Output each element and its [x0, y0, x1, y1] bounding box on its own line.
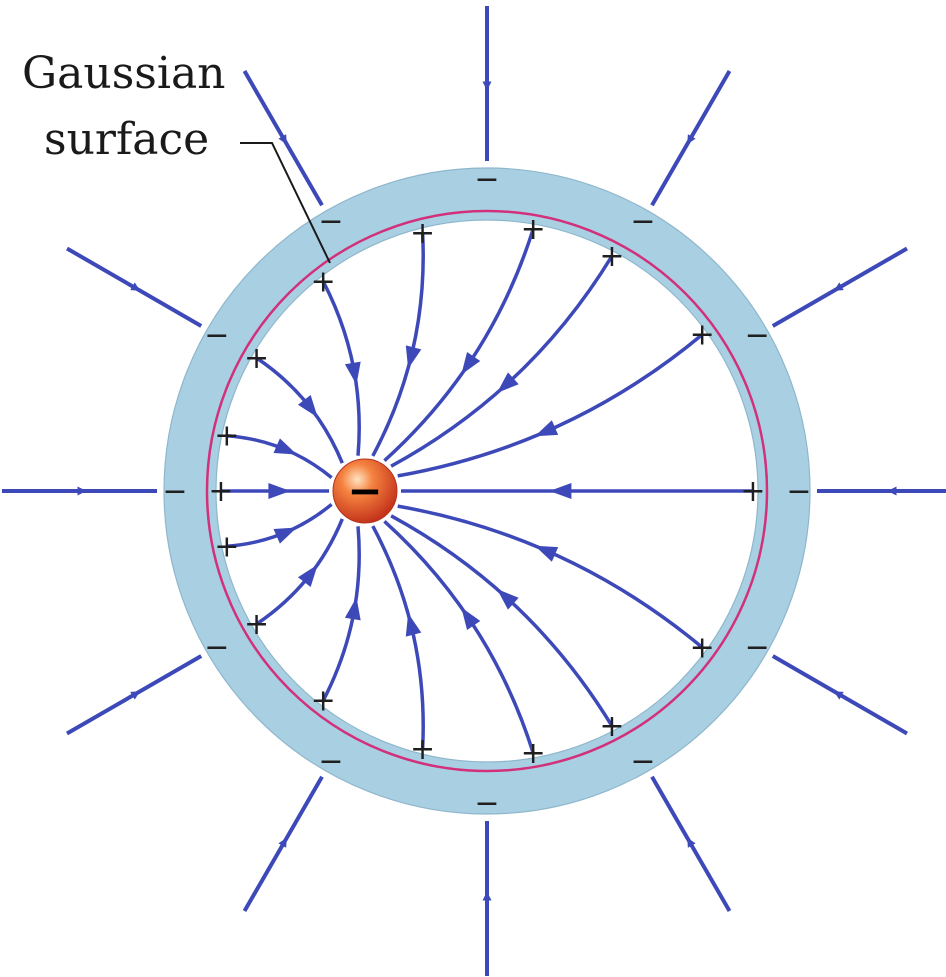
- negative-charge-sign: −: [318, 204, 343, 239]
- inner-field-line: [255, 356, 344, 464]
- inner-field-arrowhead: [461, 607, 481, 631]
- inner-field-lines: [220, 228, 754, 754]
- inner-field-arrowhead: [273, 438, 297, 455]
- inner-field-arrowhead: [297, 564, 318, 587]
- negative-charge-sign: −: [162, 474, 187, 509]
- inner-field-line: [390, 514, 614, 727]
- point-charge: [332, 458, 398, 524]
- gaussian-surface-label-line2: surface: [44, 114, 210, 165]
- inner-field-arrowhead: [273, 527, 297, 544]
- negative-charge-sign: −: [745, 630, 770, 665]
- negative-charge-sign: −: [318, 744, 343, 779]
- inner-field-arrowhead: [344, 597, 361, 621]
- positive-charge-sign: +: [244, 341, 269, 376]
- outer-negative-charges: − − − − − − − − − − − −: [162, 162, 811, 821]
- positive-charge-sign: +: [599, 239, 624, 274]
- negative-charge-sign: −: [474, 786, 499, 821]
- inner-field-arrowhead: [268, 483, 291, 499]
- inner-field-arrowhead: [405, 345, 422, 369]
- positive-charge-sign: +: [410, 732, 435, 767]
- negative-charge-sign: −: [630, 204, 655, 239]
- positive-charge-sign: +: [311, 684, 336, 719]
- inner-field-arrowhead: [549, 483, 572, 499]
- negative-charge-sign: −: [204, 630, 229, 665]
- outer-field-line: [650, 70, 732, 207]
- negative-charge-sign: −: [474, 162, 499, 197]
- inner-field-line: [371, 232, 425, 457]
- conducting-shell: [164, 168, 810, 814]
- label-leader-line: [240, 142, 331, 264]
- positive-charge-sign: +: [208, 474, 233, 509]
- outer-field-line: [650, 775, 732, 912]
- positive-charge-sign: +: [244, 607, 269, 642]
- negative-charge-sign: −: [786, 474, 811, 509]
- outer-field-lines: [2, 6, 946, 976]
- inner-field-line: [383, 228, 535, 462]
- inner-field-arrowhead: [496, 372, 519, 393]
- shell-inner-edge: [215, 219, 759, 763]
- gaussian-surface: [205, 209, 769, 773]
- positive-charge-sign: +: [521, 212, 546, 247]
- point-charge-sign: −: [347, 466, 382, 515]
- positive-charge-sign: +: [214, 419, 239, 454]
- positive-charge-sign: +: [690, 318, 715, 353]
- negative-charge-sign: −: [630, 744, 655, 779]
- shell-outer-edge: [163, 167, 811, 815]
- positive-charge-sign: +: [740, 474, 765, 509]
- positive-charge-sign: +: [214, 529, 239, 564]
- outer-field-line: [66, 246, 203, 328]
- inner-field-line: [383, 520, 535, 754]
- outer-field-line: [66, 654, 203, 736]
- inner-field-line: [397, 504, 704, 649]
- outer-field-line: [771, 246, 908, 328]
- outer-field-line: [771, 654, 908, 736]
- positive-charge-sign: +: [690, 630, 715, 665]
- inner-field-arrowhead: [405, 613, 422, 637]
- inner-field-arrowhead: [534, 420, 559, 437]
- gaussian-surface-label-line1: Gaussian: [22, 48, 226, 99]
- inner-field-line: [397, 333, 704, 478]
- inner-field-line: [255, 518, 344, 626]
- inner-field-line: [390, 255, 614, 468]
- inner-field-arrowhead: [344, 361, 361, 385]
- negative-charge-sign: −: [204, 318, 229, 353]
- outer-field-line: [242, 775, 324, 912]
- inner-field-line: [371, 525, 425, 750]
- inner-field-arrowhead: [496, 589, 519, 610]
- inner-field-arrowhead: [297, 395, 318, 418]
- positive-charge-sign: +: [599, 709, 624, 744]
- inner-positive-charges: + + + + + + + + + + + + + + + +: [208, 212, 765, 771]
- inner-field-arrowhead: [534, 545, 559, 562]
- outer-field-line: [242, 70, 324, 207]
- negative-charge-sign: −: [745, 318, 770, 353]
- positive-charge-sign: +: [311, 264, 336, 299]
- positive-charge-sign: +: [521, 736, 546, 771]
- inner-field-arrowhead: [461, 351, 481, 375]
- positive-charge-sign: +: [410, 216, 435, 251]
